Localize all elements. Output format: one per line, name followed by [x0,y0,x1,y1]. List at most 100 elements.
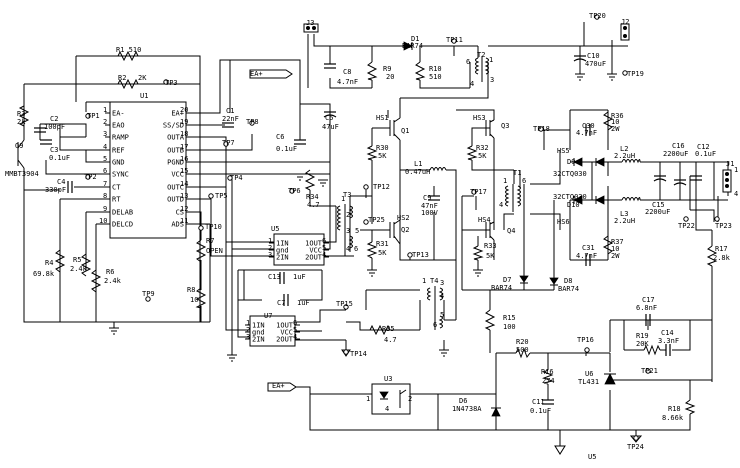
pin-number: 2 [408,395,412,403]
ic-pin-label: OUTA [167,134,185,142]
resistor-r33 [472,245,484,261]
pin-number: 4 [103,143,107,151]
capacitor-c10 [573,55,587,62]
component-label: R33 [484,242,497,250]
diodes [403,41,616,417]
component-label: TP15 [336,300,353,308]
component-label: MMBT3904 [5,170,39,178]
component-label: HS2 [397,214,410,222]
pin-number: 18 [180,130,188,138]
pin-number: 15 [180,167,188,175]
connector-j3 [303,23,319,33]
pin-number: 7 [103,180,107,188]
component-label: C15 [652,201,665,209]
pin-number: 12 [180,205,188,213]
component-label: 274 [542,377,555,385]
test-point-tp25 [363,219,369,225]
pin-number: 6 [433,321,437,329]
pin-number: 14 [180,180,188,188]
component-label: J2 [621,18,629,26]
resistor-r5 [80,253,92,277]
component-label: 100V [421,209,439,217]
pin-number: 10 [99,217,107,225]
component-label: 2200uF [645,208,670,216]
inductor-l3 [621,197,641,202]
component-label: 0.1uF [276,145,297,153]
ic-pin-label: 1OUT [305,240,323,248]
component-label: BAR74 [402,42,423,50]
capacitor-c31 [585,254,591,266]
capacitor-c5 [323,111,337,118]
component-label: TP17 [470,188,487,196]
ic-pin-label: 2IN [276,254,289,262]
component-label: 2K [138,74,147,82]
component-label: U6 [585,370,593,378]
resistor-r20 [515,347,531,359]
test-point-tp11 [451,38,457,44]
pin-number: 3 [246,333,250,341]
component-label: R30 [376,144,389,152]
resistor-r1 [117,50,139,62]
transformer-t2 [475,56,489,82]
component-label: R9 [383,65,391,73]
component-label: 47uF [322,123,339,131]
component-label: BAR74 [558,285,579,293]
test-point-tp18 [538,126,544,132]
pin-number: 3 [440,279,444,287]
component-label: TP3 [165,79,178,87]
pin-number: 13 [180,192,188,200]
pin-number: 6 [522,177,526,185]
component-label: C30 [582,122,595,130]
capacitor-c3 [40,139,52,145]
pin-numbers: 1234567891020191817161514131211123654123… [99,56,738,413]
component-label: R19 [636,332,649,340]
component-label: D10 [567,201,580,209]
ic-pin-label: 2IN [252,336,265,344]
component-label: C5 [325,114,333,122]
ic-pin-label: CS [176,209,184,217]
ic-pin-label: gnd [276,247,289,255]
transformer-t1 [505,184,521,212]
test-point-tp22 [683,216,689,222]
component-label: 100pF [44,123,65,131]
pin-number: 4 [499,201,503,209]
component-label: C14 [661,329,674,337]
component-label: Q3 [501,122,509,130]
component-label: EA+ [250,70,263,78]
component-label: 2.2uH [614,152,635,160]
test-point-tp4 [227,175,233,181]
component-label: R17 [715,245,728,253]
net-flags [249,69,297,392]
component-label: 20K [636,340,649,348]
pin-number: 3 [268,251,272,259]
component-label: EA+ [272,382,285,390]
component-label: T1 [513,169,521,177]
resistor-r34 [304,169,316,191]
npn-q9 [17,139,25,169]
component-label: 4.7nF [337,78,358,86]
component-label: R6 [106,268,114,276]
test-point-tp19 [622,70,628,76]
pin-number: 16 [180,155,188,163]
mosfet-q2 [389,219,401,245]
component-label: T3 [343,191,351,199]
component-label: C9 [423,194,431,202]
test-point-tp13 [407,252,413,258]
component-label: 470uF [585,60,606,68]
component-label: 1N4738A [452,405,482,413]
pin-number: 3 [103,130,107,138]
connectors [303,23,732,193]
ic-pin-label: OUTB [167,147,184,155]
component-label: R32 [476,144,489,152]
test-point-tp21 [645,368,651,374]
ic-pin-label: SS/SD [163,122,184,130]
component-label: 2200uF [663,150,688,158]
component-label: C4 [57,178,65,186]
resistor-r30 [366,145,378,161]
component-label: TP2 [84,173,97,181]
capacitor-c1 [222,122,234,128]
capacitor-c4 [67,181,73,193]
component-label: J3 [306,19,314,27]
component-label: TP14 [350,350,367,358]
component-label: 6.8nF [636,304,657,312]
